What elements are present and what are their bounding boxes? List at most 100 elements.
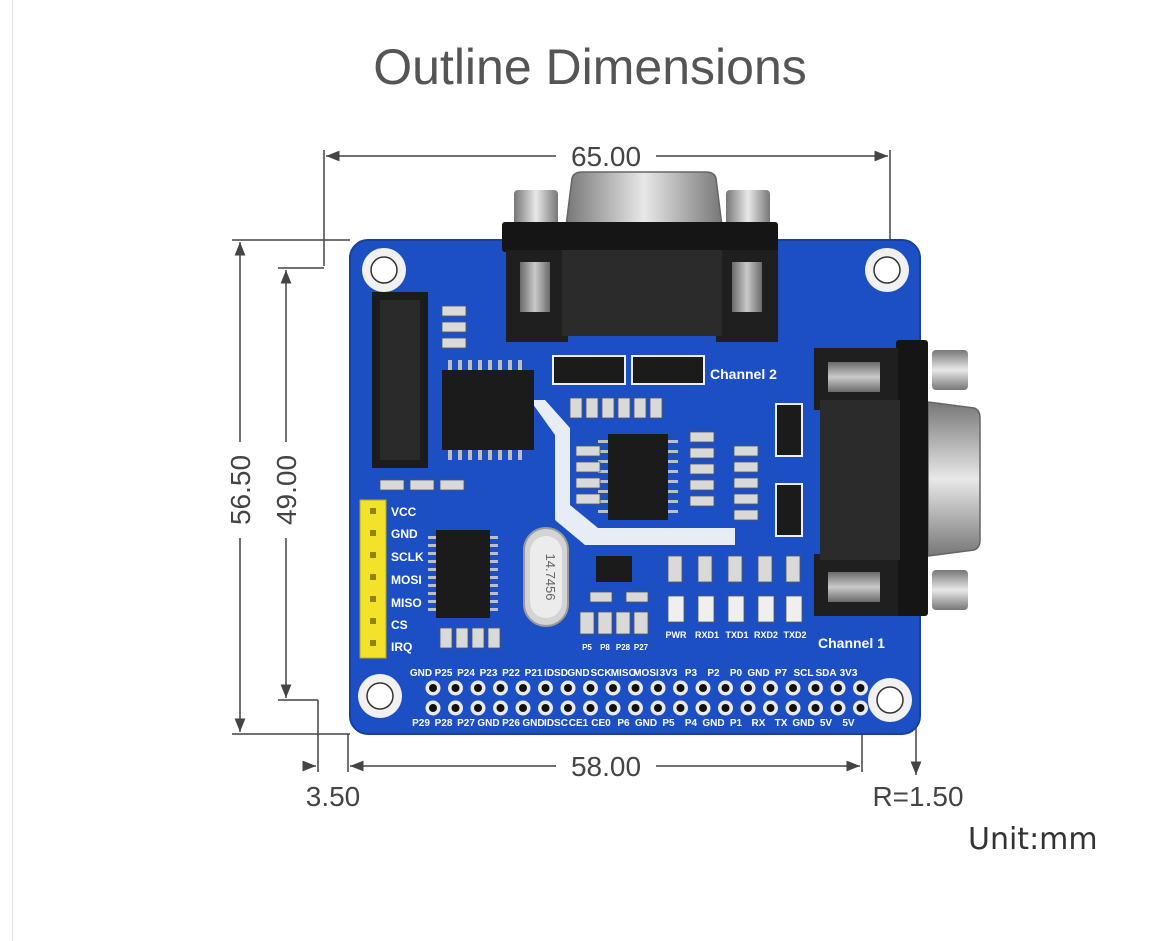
gpio-bottom-label: GND	[635, 718, 657, 729]
gpio-pin-hole	[856, 684, 865, 692]
gpio-bottom-label: GND	[522, 718, 544, 729]
radius-label: R=1.50	[872, 781, 963, 812]
db9-1-screw-top	[932, 350, 968, 390]
gpio-top-label: P2	[707, 668, 720, 679]
header-label-cs: CS	[391, 618, 408, 632]
gpio-pin-hole	[789, 704, 797, 712]
page-title: Outline Dimensions	[373, 39, 807, 95]
gpio-bottom-label: 5V	[820, 718, 833, 729]
mount-hole-bottom-left	[358, 674, 402, 718]
channel-1-label: Channel 1	[818, 635, 885, 651]
pcb-board: VCC GND SCLK MOSI MISO CS IRQ	[349, 239, 921, 735]
height-inner-label: 49.00	[271, 455, 302, 525]
width-top-label: 65.00	[571, 141, 641, 172]
gpio-top-label: 3V3	[660, 668, 678, 679]
gpio-pin-hole	[766, 684, 775, 692]
gpio-bottom-label: P6	[617, 718, 630, 729]
mount-hole-top-right	[865, 248, 909, 292]
db9-1-screw-bottom	[932, 570, 968, 610]
gpio-top-label: SCL	[794, 668, 814, 679]
gpio-pin-hole	[429, 704, 437, 712]
gpio-pin-hole	[654, 704, 662, 712]
gpio-pin-hole	[744, 684, 752, 692]
mount-hole-bottom-right	[868, 678, 912, 722]
gpio-pin-hole	[856, 704, 865, 712]
fuse-2	[631, 355, 705, 385]
offset-label: 3.50	[306, 781, 361, 812]
db9-connector-channel-2	[502, 171, 778, 342]
db9-connector-channel-1	[814, 340, 981, 616]
gpio-pin-hole	[541, 684, 550, 692]
gpio-pin-hole	[519, 704, 527, 712]
gpio-bottom-label: 5V	[842, 718, 855, 729]
crystal-label: 14.7456	[543, 554, 558, 601]
gpio-pin-hole	[496, 684, 505, 692]
gpio-pin-hole	[699, 684, 707, 692]
header-label-miso: MISO	[391, 596, 422, 610]
gpio-top-label: P24	[457, 668, 475, 679]
gpio-top-label: P0	[730, 668, 743, 679]
gpio-top-label: P21	[525, 668, 543, 679]
gpio-bottom-label: P4	[685, 718, 698, 729]
gpio-pin-hole	[676, 684, 685, 692]
gpio-pin-hole	[631, 684, 640, 692]
status-leds	[667, 595, 803, 623]
gpio-bottom-label: GND	[792, 718, 814, 729]
db9-1-shell	[927, 401, 981, 557]
gpio-bottom-label: IDSC	[544, 718, 568, 729]
db9-2-flange	[502, 222, 778, 252]
gpio-pin-hole	[811, 684, 820, 692]
gpio-pin-hole	[474, 684, 482, 692]
gpio-bottom-label: TX	[775, 718, 788, 729]
gpio-pin-hole	[541, 704, 550, 712]
gpio-top-label: MISO	[611, 668, 637, 679]
gpio-pin-hole	[834, 704, 842, 712]
gpio-top-label: 3V3	[840, 668, 858, 679]
page-left-border	[12, 0, 13, 941]
jumper-label-p27: P27	[634, 643, 649, 652]
db9-2-body	[562, 250, 722, 336]
gpio-bottom-label: P26	[502, 718, 520, 729]
led-label-txd1: TXD1	[725, 630, 748, 640]
gpio-pin-hole	[631, 704, 640, 712]
gpio-pin-hole	[474, 704, 482, 712]
gpio-bottom-label: P27	[457, 718, 475, 729]
width-bottom-label: 58.00	[571, 751, 641, 782]
gpio-pin-hole	[721, 704, 730, 712]
gpio-top-label: GND	[567, 668, 589, 679]
led-label-pwr: PWR	[666, 630, 687, 640]
gpio-bottom-label: P5	[662, 718, 675, 729]
gpio-pin-hole	[586, 684, 595, 692]
gpio-top-label: GND	[410, 668, 432, 679]
db9-2-screw-left	[514, 190, 558, 226]
header-label-gnd: GND	[391, 527, 418, 541]
height-outer-label: 56.50	[225, 455, 256, 525]
unit-label: Unit:mm	[968, 822, 1098, 857]
channel-2-label: Channel 2	[710, 366, 777, 382]
gpio-top-label: GND	[747, 668, 769, 679]
gpio-pin-hole	[744, 704, 752, 712]
dimension-lines	[232, 150, 922, 775]
gpio-pin-hole	[451, 684, 460, 692]
gpio-bottom-label: GND	[477, 718, 499, 729]
gpio-top-label: P3	[685, 668, 698, 679]
gpio-pin-hole	[721, 684, 730, 692]
db9-2-screw-right	[726, 190, 770, 226]
ic-transceiver	[598, 434, 678, 520]
gpio-top-label: IDSD	[544, 668, 568, 679]
gpio-pin-hole	[834, 684, 842, 692]
led-label-rxd2: RXD2	[754, 630, 778, 640]
transistor	[596, 556, 632, 582]
ic-isolator	[442, 360, 534, 460]
gpio-pin-holes	[425, 680, 868, 716]
led-label-rxd1: RXD1	[695, 630, 719, 640]
gpio-top-label: P23	[480, 668, 498, 679]
gpio-bottom-label: GND	[702, 718, 724, 729]
gpio-pin-hole	[789, 684, 797, 692]
gpio-top-label: P22	[502, 668, 520, 679]
tvs-1	[775, 403, 803, 457]
gpio-pin-hole	[609, 684, 617, 692]
gpio-pin-hole	[609, 704, 617, 712]
isolation-gap	[530, 400, 735, 545]
gpio-top-label: P7	[775, 668, 788, 679]
